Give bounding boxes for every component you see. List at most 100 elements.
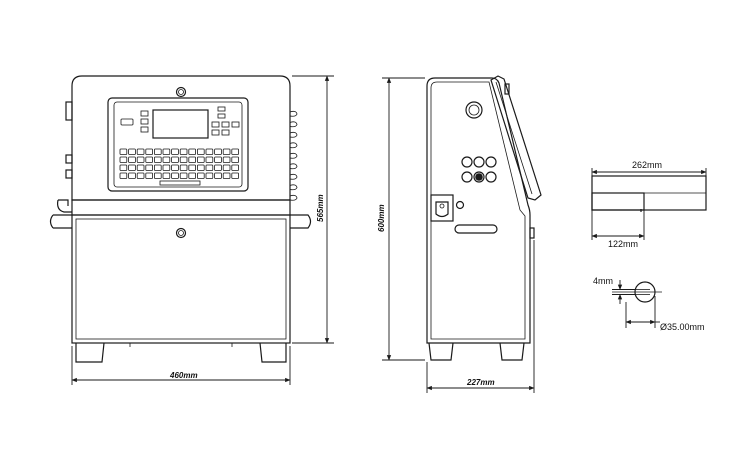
- nozzle-section-detail: 4mm Ø35.00mm: [593, 276, 705, 332]
- front-lower-cabinet: [72, 215, 290, 343]
- keyboard-key: [215, 149, 222, 155]
- keyboard-key: [172, 173, 179, 179]
- left-elbow: [58, 200, 72, 212]
- keyboard-key: [189, 165, 196, 171]
- left-connector: [66, 170, 72, 178]
- cooling-fins: [290, 111, 297, 200]
- switch-circle: [457, 202, 464, 209]
- cooling-fin: [290, 122, 297, 127]
- keyboard-key: [163, 149, 170, 155]
- keyboard-key: [129, 165, 136, 171]
- keyboard-key: [137, 149, 144, 155]
- keyboard-key: [163, 165, 170, 171]
- keyboard-key: [180, 173, 187, 179]
- left-connector: [66, 155, 72, 163]
- nozzle-gap-label: 4mm: [593, 276, 613, 286]
- left-pipe: [51, 215, 73, 228]
- probe-offset-label: 122mm: [608, 239, 638, 249]
- side-foot-left: [429, 343, 453, 360]
- keyboard-key: [189, 173, 196, 179]
- cooling-fin: [290, 132, 297, 137]
- top-knob: [177, 88, 186, 97]
- keyboard-key: [172, 157, 179, 163]
- side-depth-label: 227mm: [466, 378, 495, 387]
- keyboard-key: [232, 173, 239, 179]
- keyboard-key: [163, 157, 170, 163]
- cooling-fin: [290, 164, 297, 169]
- divider-band: [72, 200, 290, 215]
- key-small: [218, 114, 225, 118]
- keyboard-key: [137, 165, 144, 171]
- key-small: [212, 130, 219, 135]
- lower-knob: [177, 229, 186, 238]
- side-round-port: [466, 102, 482, 118]
- keyboard-key: [215, 173, 222, 179]
- keyboard-key: [197, 165, 204, 171]
- top-knob-inner: [179, 90, 184, 95]
- front-height-label: 565mm: [316, 194, 325, 222]
- keyboard-key: [146, 173, 153, 179]
- keyboard-key: [120, 165, 127, 171]
- keyboard-key: [206, 173, 213, 179]
- key-small: [141, 119, 148, 124]
- keyboard-key: [163, 173, 170, 179]
- print-head-detail: 262mm 122mm: [592, 160, 706, 249]
- keyboard-key: [206, 157, 213, 163]
- keyboard-key: [232, 149, 239, 155]
- cooling-fin: [290, 185, 297, 190]
- keyboard-key: [232, 157, 239, 163]
- keyboard-key: [232, 165, 239, 171]
- cooling-fin: [290, 111, 297, 116]
- keyboard-key: [154, 173, 161, 179]
- probe-length-label: 262mm: [632, 160, 662, 170]
- cabinet-base-lines: [130, 343, 232, 347]
- keyboard-key: [223, 149, 230, 155]
- keyboard-key: [137, 173, 144, 179]
- right-pipe: [290, 215, 311, 228]
- keyboard-key: [146, 149, 153, 155]
- keyboard-key: [129, 157, 136, 163]
- keyboard-key: [129, 149, 136, 155]
- side-bump-right: [530, 228, 534, 238]
- foot-right: [260, 343, 286, 362]
- side-height-label: 600mm: [377, 204, 386, 232]
- key-small: [141, 111, 148, 116]
- side-body: [427, 78, 530, 343]
- keyboard-key: [120, 173, 127, 179]
- cooling-fin: [290, 143, 297, 148]
- slanted-keypad: [491, 76, 541, 200]
- probe-nozzle-block: [592, 193, 644, 210]
- keyboard-key: [154, 165, 161, 171]
- keyboard-key: [189, 149, 196, 155]
- keyboard-key: [215, 165, 222, 171]
- keyboard-spacebar: [160, 181, 200, 185]
- keyboard-key: [197, 157, 204, 163]
- front-width-label: 460mm: [169, 371, 198, 380]
- keyboard-key: [180, 157, 187, 163]
- key-small: [218, 107, 225, 111]
- keyboard-key: [120, 157, 127, 163]
- keyboard-key: [197, 149, 204, 155]
- keyboard-keys: [120, 149, 239, 185]
- cooling-fin: [290, 174, 297, 179]
- keyboard-key: [146, 157, 153, 163]
- keyboard-key: [223, 157, 230, 163]
- key-small: [222, 130, 229, 135]
- keyboard-key: [206, 165, 213, 171]
- keyboard-key: [172, 149, 179, 155]
- keyboard-key: [206, 149, 213, 155]
- side-view: 600mm 227mm: [377, 76, 541, 393]
- lower-knob-inner: [179, 231, 184, 236]
- keyboard-key: [154, 149, 161, 155]
- front-view: 460mm 565mm: [51, 76, 335, 385]
- keyboard-key: [129, 173, 136, 179]
- keyboard-key: [180, 165, 187, 171]
- side-foot-right: [500, 343, 524, 360]
- key-small: [232, 122, 239, 127]
- nozzle-diameter-label: Ø35.00mm: [660, 322, 705, 332]
- connector-f: [486, 172, 496, 182]
- slanted-keypad-inner: [496, 82, 532, 194]
- key-small: [212, 122, 219, 127]
- keyboard-key: [223, 173, 230, 179]
